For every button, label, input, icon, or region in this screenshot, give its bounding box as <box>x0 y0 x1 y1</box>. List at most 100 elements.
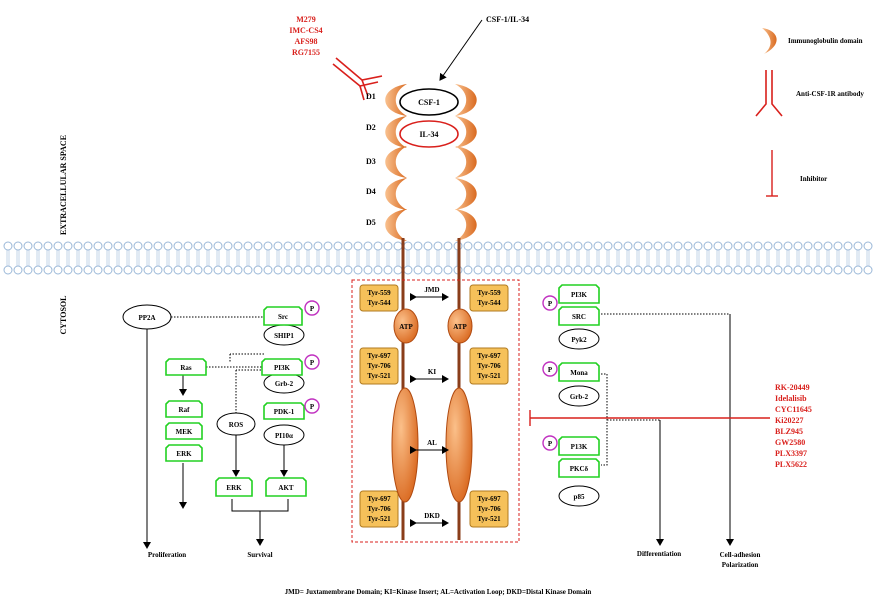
lipid-head <box>844 242 852 250</box>
lipid-head <box>704 266 712 274</box>
lipid-head <box>604 242 612 250</box>
inhibitor-legend-icon <box>766 150 778 196</box>
lipid-head <box>464 266 472 274</box>
raf-label: Raf <box>179 406 191 414</box>
lipid-head <box>444 242 452 250</box>
pyk2-label: Pyk2 <box>571 336 587 344</box>
inhibitor-drug: GW2580 <box>775 438 805 447</box>
lipid-head <box>724 242 732 250</box>
lipid-head <box>64 266 72 274</box>
lipid-head <box>614 266 622 274</box>
lipid-head <box>344 266 352 274</box>
lipid-head <box>274 242 282 250</box>
lipid-head <box>194 266 202 274</box>
lipid-head <box>584 242 592 250</box>
lipid-head <box>484 266 492 274</box>
region-labels: JMDKIALDKD <box>416 286 448 523</box>
lipid-head <box>64 242 72 250</box>
inhibitor-drug: RK-20449 <box>775 383 810 392</box>
antibody-drug: M279 <box>296 15 316 24</box>
lipid-head <box>574 242 582 250</box>
lipid-head <box>494 242 502 250</box>
lipid-head <box>34 242 42 250</box>
csf1-label: CSF-1 <box>418 98 440 107</box>
adhesion-label: Cell-adhesion <box>720 551 761 559</box>
lipid-head <box>604 266 612 274</box>
lipid-head <box>214 242 222 250</box>
lipid-head <box>684 266 692 274</box>
differentiation-label: Differentiation <box>637 550 681 558</box>
phospho-label: P <box>310 359 315 367</box>
mona-label: Mona <box>570 369 588 377</box>
lipid-head <box>154 242 162 250</box>
lipid-head <box>824 242 832 250</box>
lipid-head <box>564 266 572 274</box>
extracellular-label: EXTRACELLULAR SPACE <box>59 135 68 235</box>
lipid-head <box>804 242 812 250</box>
lipid-head <box>254 266 262 274</box>
lipid-head <box>364 266 372 274</box>
lipid-head <box>224 266 232 274</box>
lipid-head <box>704 242 712 250</box>
lipid-head <box>484 242 492 250</box>
lipid-head <box>4 266 12 274</box>
tyrosine-site: Tyr-697 <box>477 352 501 360</box>
tyrosine-site: Tyr-559 <box>477 289 501 297</box>
antibody-drug: RG7155 <box>292 48 320 57</box>
lipid-head <box>54 242 62 250</box>
left-pathway: PP2A SHIP1 Grb-2 PI10α ROS <box>123 305 304 548</box>
lipid-head <box>44 266 52 274</box>
antibody-drug: AFS98 <box>294 37 317 46</box>
region-label: DKD <box>424 512 440 520</box>
lipid-head <box>644 266 652 274</box>
lipid-head <box>184 242 192 250</box>
lipid-head <box>664 266 672 274</box>
lipid-head <box>294 266 302 274</box>
antibody-drug: IMC-CS4 <box>289 26 322 35</box>
lipid-head <box>574 266 582 274</box>
lipid-head <box>254 242 262 250</box>
cytosol-label: CYTOSOL <box>59 296 68 335</box>
phospho-label: P <box>310 403 315 411</box>
lipid-head <box>464 242 472 250</box>
atp-label: ATP <box>399 323 413 331</box>
lipid-head <box>274 266 282 274</box>
lipid-head <box>354 242 362 250</box>
kinase-lobe-right <box>446 388 472 502</box>
lipid-head <box>794 266 802 274</box>
lipid-head <box>434 242 442 250</box>
lipid-head <box>694 266 702 274</box>
lipid-head <box>334 266 342 274</box>
tyrosine-site: Tyr-544 <box>477 299 501 307</box>
lipid-head <box>564 242 572 250</box>
lipid-head <box>804 266 812 274</box>
domain-labels: D1 D2 D3 D4 D5 <box>366 92 376 227</box>
lipid-head <box>584 266 592 274</box>
lipid-head <box>634 242 642 250</box>
lipid-head <box>544 266 552 274</box>
lipid-head <box>674 242 682 250</box>
lipid-head <box>404 242 412 250</box>
survival-label: Survival <box>247 551 272 559</box>
lipid-head <box>844 266 852 274</box>
right-pathway-boxes: PI3KSRCMonaP13KPKCδPPP <box>543 285 599 477</box>
antibody-drug-list: M279 IMC-CS4 AFS98 RG7155 <box>289 15 322 57</box>
lipid-head <box>554 242 562 250</box>
ig-domain-right <box>455 146 477 178</box>
lipid-head <box>524 242 532 250</box>
domain-label: D2 <box>366 123 376 132</box>
lipid-head <box>104 242 112 250</box>
lipid-head <box>754 266 762 274</box>
lipid-head <box>284 242 292 250</box>
lipid-head <box>144 242 152 250</box>
shp1-label: SHIP1 <box>274 332 294 340</box>
tyrosine-site: Tyr-697 <box>367 352 391 360</box>
inhibitor-drug: PLX5622 <box>775 460 807 469</box>
lipid-head <box>724 266 732 274</box>
pi10-label: PI10α <box>275 432 293 440</box>
lipid-head <box>14 242 22 250</box>
lipid-head <box>494 266 502 274</box>
antibody-legend-icon <box>756 70 782 116</box>
ig-domain-right <box>455 178 477 210</box>
lipid-head <box>234 242 242 250</box>
